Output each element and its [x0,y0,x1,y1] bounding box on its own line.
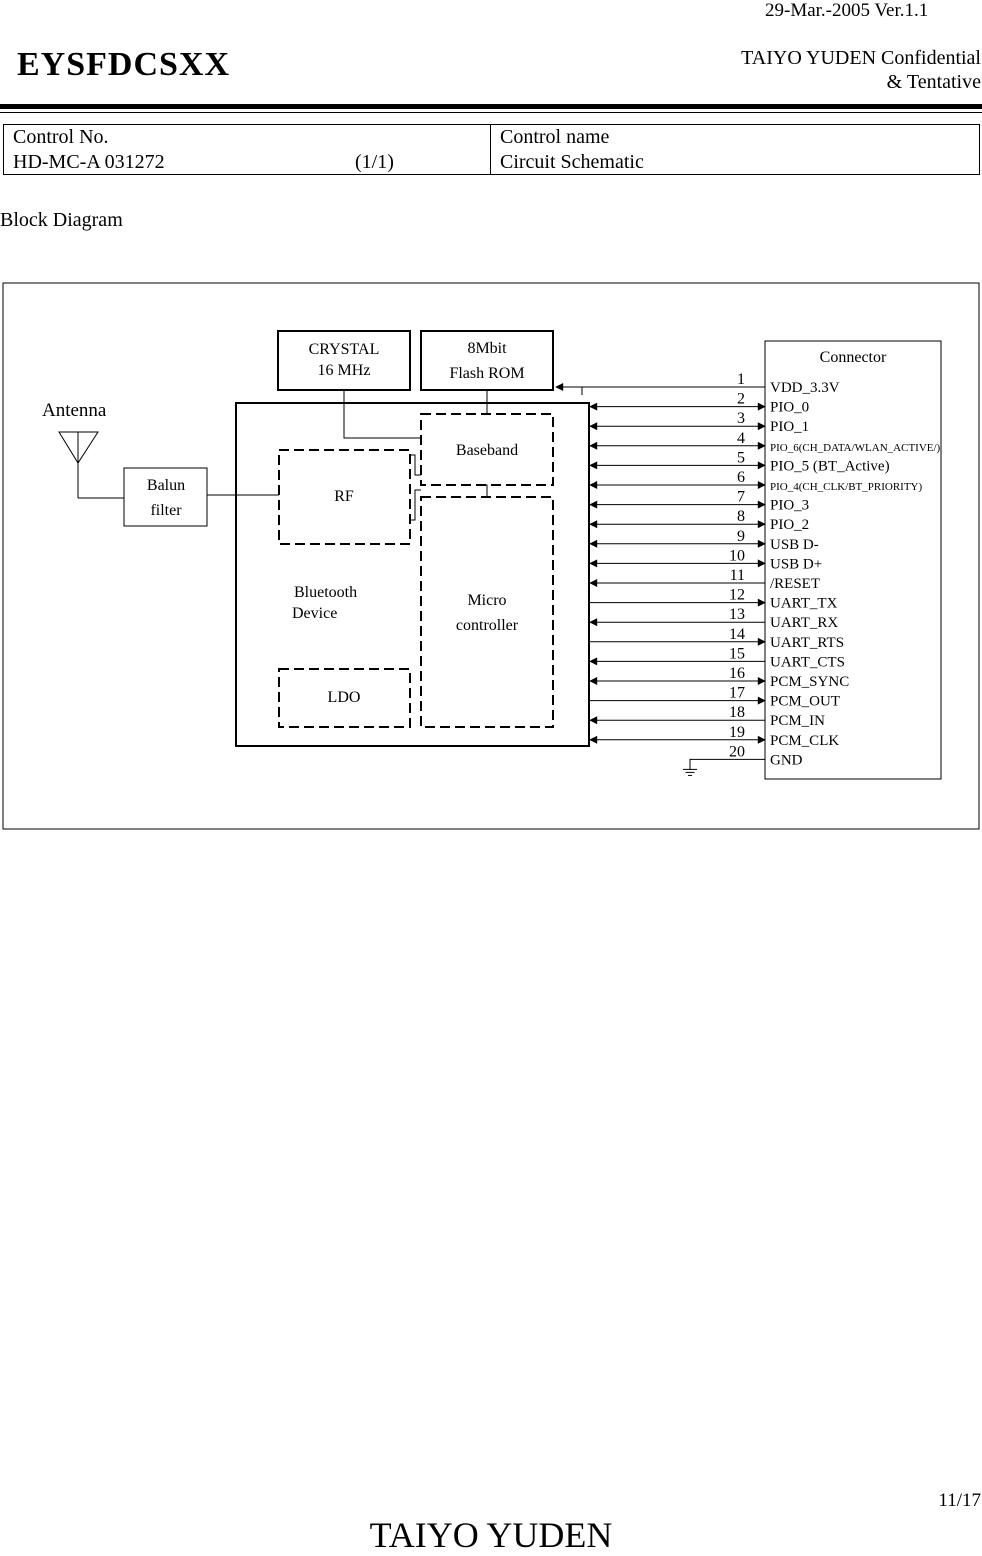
pin-name-3: PIO_1 [770,419,809,435]
confidential-notice: TAIYO YUDEN Confidential [741,47,981,69]
header-rule-thick [0,104,982,109]
pin-name-17: PCM_OUT [770,694,840,710]
pin-name-2: PIO_0 [770,400,809,416]
micro-label: Micro [467,592,506,609]
pin-number-16: 16 [729,665,745,682]
pin-number-9: 9 [737,528,745,545]
pin-name-19: PCM_CLK [770,733,839,749]
control-table: Control No. HD-MC-A 031272 (1/1) Control… [3,124,980,175]
pin-name-5: PIO_5 (BT_Active) [770,458,890,474]
flash-rom-label: Flash ROM [449,365,524,382]
pin-number-2: 2 [737,391,745,408]
connector-title: Connector [820,349,887,366]
pin-number-15: 15 [729,645,745,662]
rf-baseband-wire-bottom [410,489,421,521]
baseband-micro-link [480,484,488,497]
header-rule-thin [0,112,982,113]
pin-name-14: UART_RTS [770,635,844,651]
antenna-label: Antenna [42,400,107,421]
date-version: 29-Mar.-2005 Ver.1.1 [765,0,929,21]
page-number: 11/17 [938,1490,981,1511]
ldo-block [278,668,411,728]
bluetooth-label: Bluetooth [294,584,357,601]
crystal-label: CRYSTAL [309,341,380,358]
rf-block [278,449,411,545]
section-title: Block Diagram [0,209,123,231]
pin-number-10: 10 [729,547,745,564]
filter-label: filter [150,502,182,519]
balun-filter-box [123,467,208,527]
pin-number-3: 3 [737,410,745,427]
pin-number-13: 13 [729,606,745,623]
pin-number-20: 20 [729,743,745,760]
pin-name-7: PIO_3 [770,498,809,514]
pin-name-9: USB D- [770,537,819,553]
document-code: EYSFDCSXX [17,46,231,83]
control-no-value: HD-MC-A 031272 [13,151,165,173]
pin-number-14: 14 [729,626,745,643]
pin-name-10: USB D+ [770,556,822,572]
control-no-label: Control No. [13,126,109,148]
crystal-box [277,330,411,391]
device-label: Device [292,605,337,622]
pin-number-4: 4 [737,430,745,447]
flash-size: 8Mbit [467,340,507,357]
pin-name-18: PCM_IN [770,713,825,729]
control-name-label: Control name [500,126,610,148]
rf-label: RF [334,488,354,505]
pin-number-18: 18 [729,704,745,721]
pin-name-1: VDD_3.3V [770,380,840,396]
pin-number-8: 8 [737,508,745,525]
antenna-icon [58,431,99,498]
microcontroller-block [420,496,554,728]
pin-name-4: PIO_6(CH_DATA/WLAN_ACTIVE/) [770,442,941,454]
pin-number-5: 5 [737,449,745,466]
pin-name-6: PIO_4(CH_CLK/BT_PRIORITY) [770,481,923,493]
pin-name-16: PCM_SYNC [770,674,849,690]
pin-name-13: UART_RX [770,615,838,631]
pin-number-11: 11 [730,567,745,584]
crystal-baseband-wire [343,390,421,439]
balun-label: Balun [147,477,185,494]
pin-name-8: PIO_2 [770,517,809,533]
pin-number-7: 7 [737,489,745,506]
pin-line-20 [689,758,765,770]
baseband-label: Baseband [456,442,518,459]
control-page-fraction: (1/1) [355,151,394,173]
control-name-value: Circuit Schematic [500,151,644,173]
control-table-divider [490,125,491,174]
pin-name-20: GND [770,752,803,768]
pin-number-17: 17 [729,685,745,702]
pin-name-12: UART_TX [770,596,838,612]
pin-number-19: 19 [729,724,745,741]
rf-baseband-wire-top [410,454,421,476]
pin-number-1: 1 [737,371,745,388]
bluetooth-device-box [235,402,590,747]
ground-icon [683,768,697,776]
ldo-label: LDO [328,689,361,706]
diagram-frame [2,282,980,830]
pin-name-11: /RESET [770,576,820,592]
pin-number-6: 6 [737,469,745,486]
tentative-notice: & Tentative [886,71,981,93]
block-diagram: Antenna Balun filter CRYSTAL 16 MHz 8Mbi… [2,282,980,830]
footer-brand: TAIYO YUDEN [369,1515,613,1555]
crystal-frequency: 16 MHz [318,362,371,379]
pin-number-12: 12 [729,587,745,604]
controller-label: controller [456,617,519,634]
pin-name-15: UART_CTS [770,654,845,670]
